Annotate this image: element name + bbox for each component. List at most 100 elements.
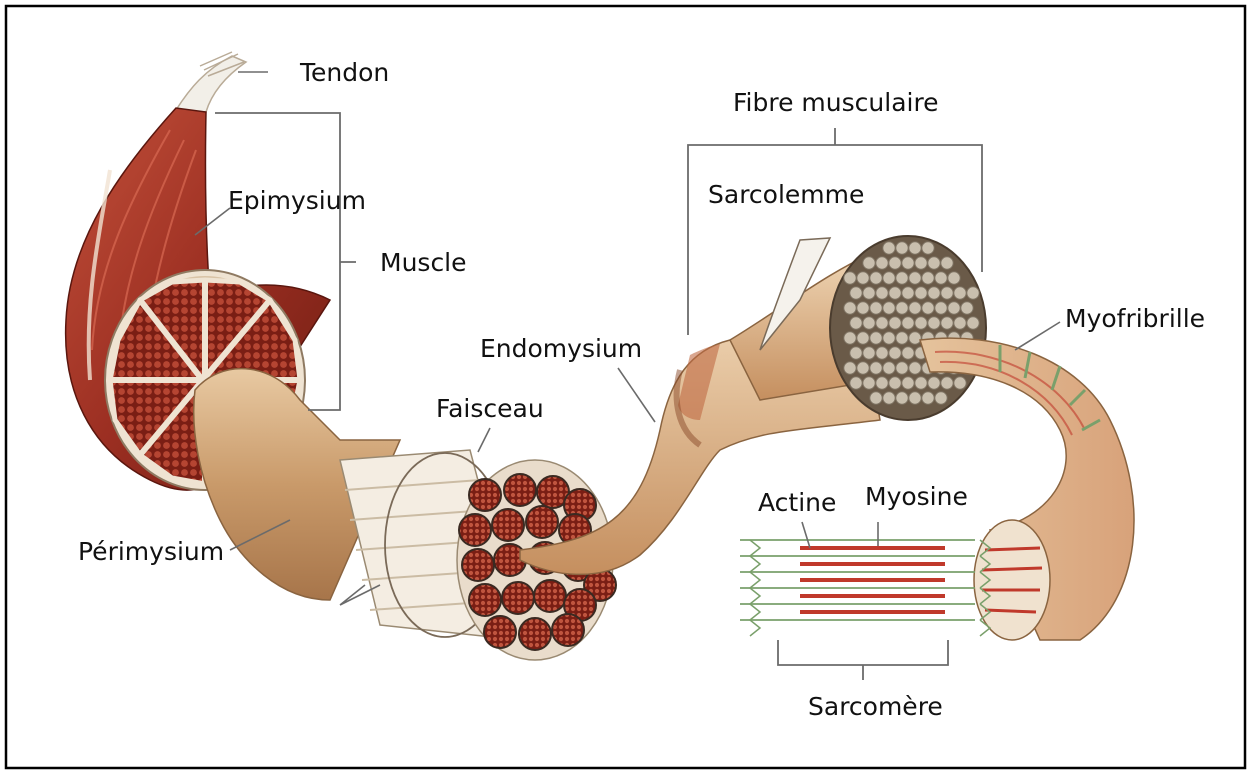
myofibril-circle: [928, 257, 940, 269]
myofibril-circle: [909, 302, 921, 314]
myofibril-circle: [889, 347, 901, 359]
myofibril-circle: [922, 302, 934, 314]
fascicle-circle: [469, 584, 501, 616]
label-sarcolemme: Sarcolemme: [708, 180, 864, 209]
fascicle-circle: [526, 506, 558, 538]
myofibril-circle: [941, 377, 953, 389]
myofibril-circle: [928, 377, 940, 389]
myofibril-circle: [883, 362, 895, 374]
myofibril-circle: [915, 317, 927, 329]
label-perimysium: Périmysium: [78, 537, 224, 566]
fascicle-circle: [459, 514, 491, 546]
myofibril-circle: [863, 287, 875, 299]
myofibril-circle: [850, 377, 862, 389]
myofibril-circle: [935, 302, 947, 314]
myofibril-circle: [954, 317, 966, 329]
myofibril-circle: [922, 242, 934, 254]
myofibril-circle: [870, 392, 882, 404]
myofibril-circle: [954, 287, 966, 299]
myofibril-circle: [928, 317, 940, 329]
myofibril-circle: [863, 347, 875, 359]
myofibril-circle: [883, 302, 895, 314]
myofibril-circle: [902, 347, 914, 359]
myofibril-circle: [915, 257, 927, 269]
myofibril-circle: [967, 317, 979, 329]
label-endomysium: Endomysium: [480, 334, 642, 363]
myofibril-circle: [909, 392, 921, 404]
myofibril-circle: [857, 272, 869, 284]
fascicle-circle: [492, 509, 524, 541]
fascicle-circle: [519, 618, 551, 650]
myofibril-circle: [961, 302, 973, 314]
label-actine: Actine: [758, 488, 836, 517]
myofibril-circle: [909, 242, 921, 254]
myofibril-circle: [896, 242, 908, 254]
label-faisceau: Faisceau: [436, 394, 544, 423]
myofibril-circle: [889, 377, 901, 389]
myofibril-circle: [896, 392, 908, 404]
myofibril-circle: [896, 302, 908, 314]
fascicle-circle: [462, 549, 494, 581]
myofibril-circle: [876, 257, 888, 269]
myofibril-circle: [922, 392, 934, 404]
myofibril-circle: [941, 317, 953, 329]
myofibril-circle: [915, 287, 927, 299]
myofibril-circle: [889, 287, 901, 299]
myofibril-circle: [902, 317, 914, 329]
myofibril-circle: [902, 287, 914, 299]
myofibril-circle: [876, 377, 888, 389]
label-fibre-musculaire: Fibre musculaire: [733, 88, 939, 117]
myofibril-circle: [857, 302, 869, 314]
myofibril-circle: [948, 272, 960, 284]
myofibril-circle: [844, 332, 856, 344]
myofibril-circle: [863, 257, 875, 269]
myofibril-circle: [870, 302, 882, 314]
myofibril-circle: [935, 392, 947, 404]
myofibril-circle: [857, 332, 869, 344]
fascicle-circle: [534, 580, 566, 612]
myofibril-circle: [850, 347, 862, 359]
myofibril-circle: [896, 272, 908, 284]
label-myofibrille: Myofribrille: [1065, 304, 1205, 333]
myofibril-circle: [909, 272, 921, 284]
myofibril-circle: [870, 272, 882, 284]
myofibril-circle: [915, 377, 927, 389]
myofibril-circle: [941, 257, 953, 269]
myofibril-circle: [850, 287, 862, 299]
fascicle-circle: [504, 474, 536, 506]
myofibril-circle: [896, 332, 908, 344]
myofibril-circle: [883, 332, 895, 344]
label-epimysium: Epimysium: [228, 186, 366, 215]
label-sarcomere: Sarcomère: [808, 692, 943, 721]
fascicle-circle: [502, 582, 534, 614]
myofibril-circle: [909, 332, 921, 344]
myofibril-circle: [889, 257, 901, 269]
myofibril-circle: [909, 362, 921, 374]
myofibril-circle: [883, 392, 895, 404]
myofibril-circle: [844, 362, 856, 374]
myofibril-circle: [948, 302, 960, 314]
myofibril-circle: [935, 272, 947, 284]
myofibril-circle: [922, 272, 934, 284]
myofibril-circle: [928, 287, 940, 299]
myofibril-circle: [883, 272, 895, 284]
label-muscle: Muscle: [380, 248, 467, 277]
myofibril-circle: [844, 302, 856, 314]
myofibril-circle: [876, 287, 888, 299]
myofibril-circle: [876, 317, 888, 329]
myofibril-circle: [850, 317, 862, 329]
myofibril-circle: [863, 317, 875, 329]
myofibril-circle: [896, 362, 908, 374]
myofibril-circle: [844, 272, 856, 284]
fascicle-circle: [484, 616, 516, 648]
fascicle-circle: [469, 479, 501, 511]
myofibril-circle: [870, 362, 882, 374]
label-tendon: Tendon: [299, 58, 389, 87]
myofibril-circle: [967, 287, 979, 299]
myofibril-circle: [876, 347, 888, 359]
myofibril-circle: [883, 242, 895, 254]
myofibril-circle: [889, 317, 901, 329]
myofibril-circle: [902, 377, 914, 389]
